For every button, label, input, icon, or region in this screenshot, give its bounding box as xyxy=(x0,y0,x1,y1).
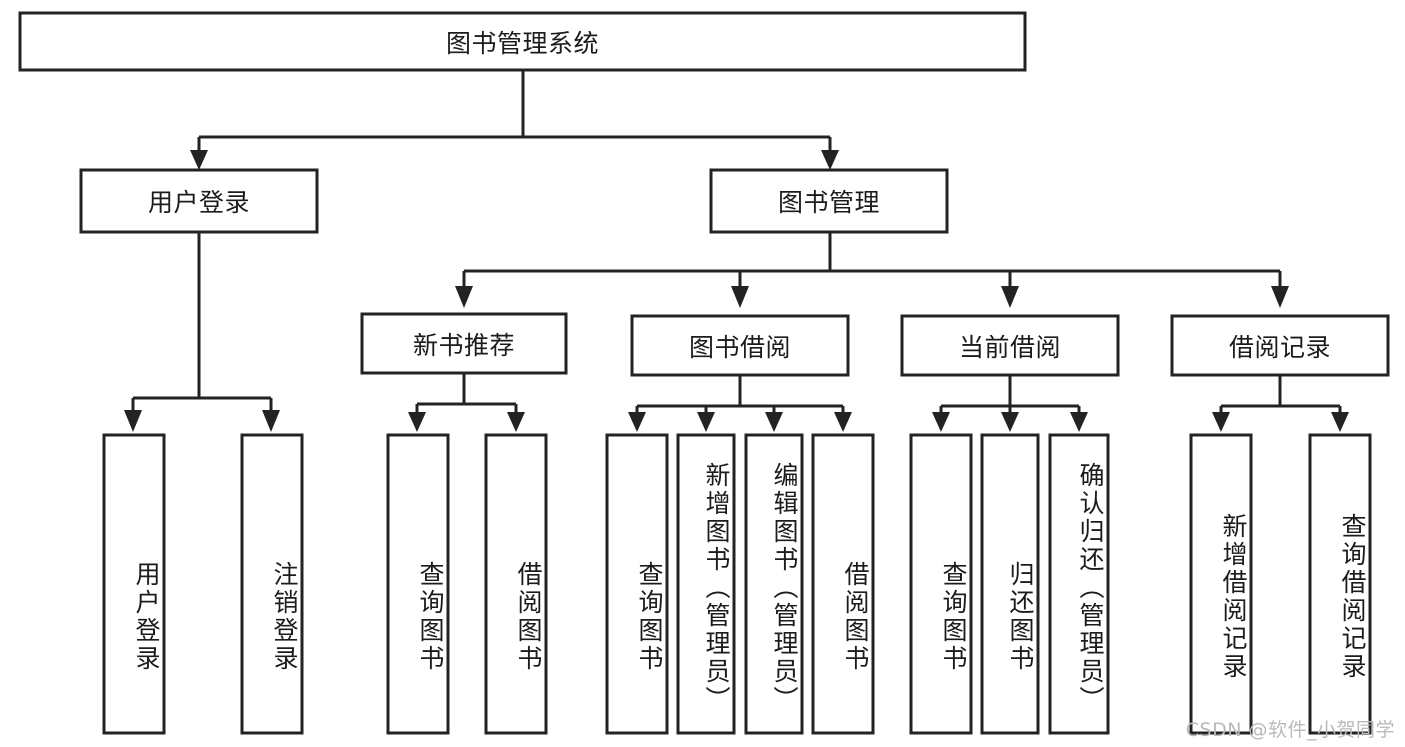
leaf-query-book-1-box[interactable] xyxy=(386,433,450,735)
node-user-login-box[interactable] xyxy=(79,168,319,234)
node-new-book-recommend-box[interactable] xyxy=(360,312,568,375)
leaf-add-record-box[interactable] xyxy=(1189,433,1253,735)
leaf-query-book-2-box[interactable] xyxy=(605,433,669,735)
leaf-logout-login-box[interactable] xyxy=(240,433,304,735)
connector-root-to-level2 xyxy=(190,70,839,170)
node-book-borrow-box[interactable] xyxy=(630,314,850,377)
leaf-edit-book-box[interactable] xyxy=(744,433,804,735)
node-borrow-record-box[interactable] xyxy=(1170,314,1390,377)
connector-currentborrow-to-leaves xyxy=(932,375,1088,432)
leaf-confirm-return-box[interactable] xyxy=(1048,433,1110,735)
leaf-query-record-box[interactable] xyxy=(1308,433,1372,735)
connector-userlogin-to-leaves xyxy=(124,232,280,432)
leaf-add-book-box[interactable] xyxy=(676,433,736,735)
connector-bookmanage-to-level3 xyxy=(455,232,1289,308)
connector-bookborrow-to-leaves xyxy=(628,375,852,432)
leaf-borrow-book-1-box[interactable] xyxy=(484,433,548,735)
node-root-box[interactable] xyxy=(18,11,1027,72)
node-book-manage-box[interactable] xyxy=(709,168,949,234)
leaf-return-book-box[interactable] xyxy=(980,433,1040,735)
leaf-borrow-book-2-box[interactable] xyxy=(811,433,875,735)
leaf-query-book-3-box[interactable] xyxy=(909,433,973,735)
node-current-borrow-box[interactable] xyxy=(900,314,1120,377)
connector-newbook-to-leaves xyxy=(408,373,525,432)
connector-borrowrecord-to-leaves xyxy=(1212,375,1349,432)
leaf-user-login-box[interactable] xyxy=(102,433,166,735)
